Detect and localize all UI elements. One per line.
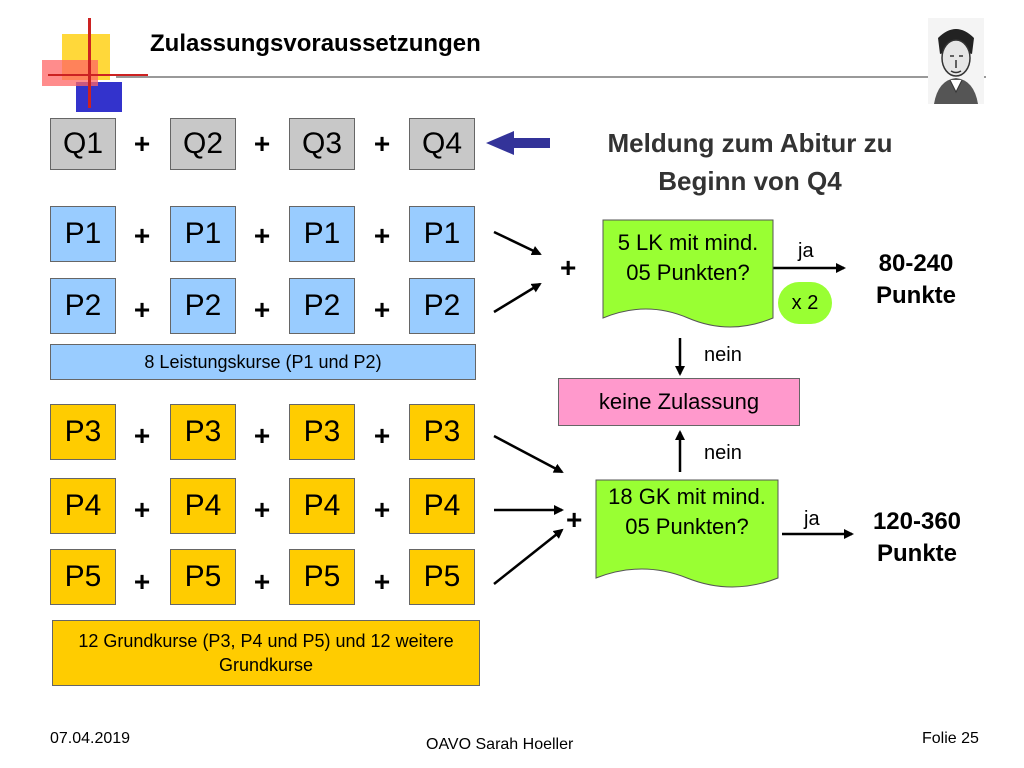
lk-result: 80-240 Punkte [875, 250, 956, 309]
q3-box: Q3 [289, 118, 355, 170]
p5-box: P5 [50, 549, 116, 605]
meldung-text: Meldung zum Abitur zu Beginn von Q4 [607, 128, 893, 196]
plus-sign: + [253, 220, 271, 251]
p1-box: P1 [50, 206, 116, 262]
gk-result: 120-360 Punkte [872, 508, 962, 567]
p1-box: P1 [289, 206, 355, 262]
plus-sign: + [373, 566, 391, 597]
footer-slide-number: Folie 25 [922, 730, 979, 747]
p3-box: P3 [409, 404, 475, 460]
plus-sign: + [133, 566, 151, 597]
ja-label: ja [798, 240, 814, 262]
plus-sign: + [373, 494, 391, 525]
factor-label: x 2 [791, 291, 819, 314]
p3-box: P3 [289, 404, 355, 460]
plus-sign: + [133, 294, 151, 325]
p5-box: P5 [170, 549, 236, 605]
p3-box: P3 [170, 404, 236, 460]
plus-sign: + [566, 504, 583, 535]
lk-check-text: 5 LK mit mind. 05 Punkten? [617, 230, 759, 285]
q4-box: Q4 [409, 118, 475, 170]
keine-zulassung-label: keine Zulassung [598, 389, 760, 414]
plus-sign: + [373, 294, 391, 325]
arrow-p1-to-lk [493, 230, 542, 256]
plus-sign: + [373, 128, 391, 159]
arrow-p5-to-gk [493, 528, 564, 585]
p2-box: P2 [170, 278, 236, 334]
factor-badge: x 2 [778, 282, 832, 324]
plus-sign: + [253, 420, 271, 451]
p5-box: P5 [289, 549, 355, 605]
logo-blue-square [76, 82, 122, 112]
arrow-p3-to-gk [493, 434, 564, 474]
slide-title: Zulassungsvoraussetzungen [150, 30, 481, 57]
keine-zulassung-box: keine Zulassung [558, 378, 800, 426]
nein-label: nein [704, 344, 742, 366]
p2-box: P2 [50, 278, 116, 334]
p3-box: P3 [50, 404, 116, 460]
p4-box: P4 [409, 478, 475, 534]
title-underline [116, 76, 986, 78]
arrow-p2-to-lk [493, 282, 542, 314]
p1-box: P1 [170, 206, 236, 262]
p4-box: P4 [50, 478, 116, 534]
gk-note: 12 Grundkurse (P3, P4 und P5) und 12 wei… [52, 620, 480, 686]
plus-sign: + [133, 220, 151, 251]
plus-sign: + [560, 252, 577, 283]
plus-sign: + [253, 566, 271, 597]
nein-label: nein [704, 442, 742, 464]
plus-sign: + [373, 420, 391, 451]
plus-sign: + [253, 128, 271, 159]
plus-sign: + [253, 294, 271, 325]
logo-horizontal-line [48, 74, 148, 76]
footer-date: 07.04.2019 [50, 730, 131, 747]
footer-author: OAVO Sarah Hoeller [426, 736, 574, 753]
lk-note: 8 Leistungskurse (P1 und P2) [50, 344, 476, 380]
plus-sign: + [253, 494, 271, 525]
plus-sign: + [373, 220, 391, 251]
p4-box: P4 [289, 478, 355, 534]
p4-box: P4 [170, 478, 236, 534]
plus-sign: + [133, 494, 151, 525]
blue-arrow-icon [486, 131, 550, 155]
q1-box: Q1 [50, 118, 116, 170]
ja-label: ja [804, 508, 820, 530]
plus-sign: + [133, 128, 151, 159]
gk-check-text: 18 GK mit mind. 05 Punkten? [608, 484, 766, 539]
p5-box: P5 [409, 549, 475, 605]
logo-vertical-line [88, 18, 91, 108]
p2-box: P2 [409, 278, 475, 334]
p1-box: P1 [409, 206, 475, 262]
plus-sign: + [133, 420, 151, 451]
p2-box: P2 [289, 278, 355, 334]
q2-box: Q2 [170, 118, 236, 170]
